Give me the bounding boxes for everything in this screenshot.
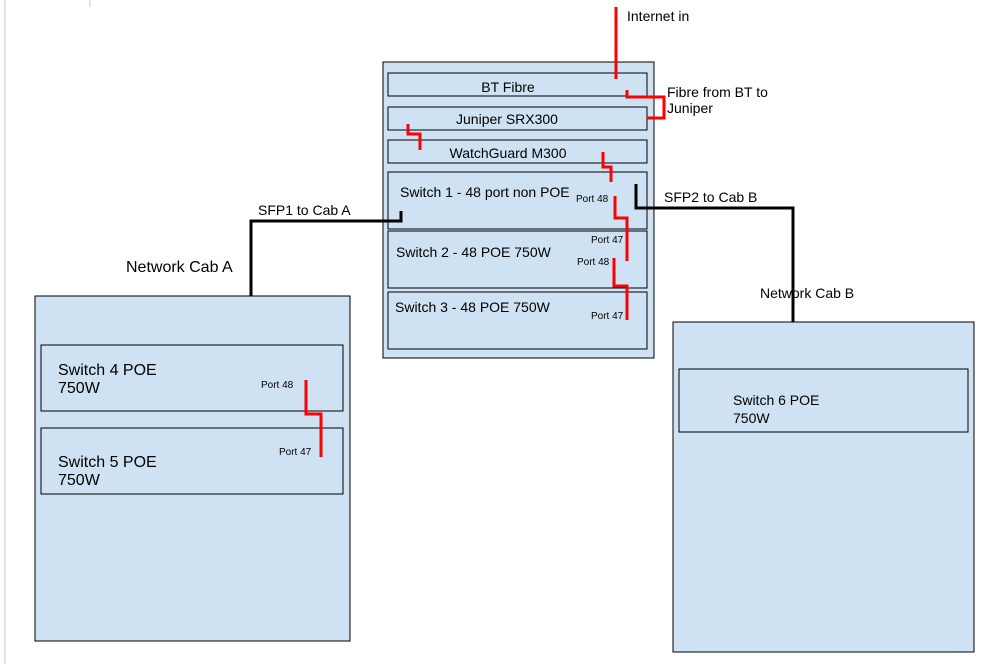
bt-fibre-label: BT Fibre: [481, 79, 535, 95]
fibre-note-line-2: Juniper: [667, 100, 713, 116]
switch-4-unit: [40, 344, 344, 412]
switch-4-port-48-label: Port 48: [261, 380, 294, 391]
switch-5-label-line-1: Switch 5 POE: [58, 454, 157, 471]
switch-5-unit: [40, 427, 344, 495]
sfp2-label: SFP2 to Cab B: [664, 189, 757, 205]
network-cab-a-label: Network Cab A: [126, 259, 233, 276]
switch-4-label-line-1: Switch 4 POE: [58, 362, 157, 379]
switch-2-label: Switch 2 - 48 POE 750W: [396, 244, 552, 260]
switch-5-port-47-label: Port 47: [279, 447, 312, 458]
switch-6-label-line-1: Switch 6 POE: [733, 392, 819, 408]
switch-2-port-47-label: Port 47: [591, 235, 624, 246]
switch-6-unit: [678, 368, 969, 433]
watchguard-label: WatchGuard M300: [450, 145, 567, 161]
switch-3-unit: [387, 291, 648, 350]
fibre-bt-to-juniper-line: [625, 90, 666, 120]
juniper-to-watchguard-line: [406, 124, 422, 150]
switch-2-port-48-label: Port 48: [577, 257, 610, 268]
sfp1-label: SFP1 to Cab A: [258, 202, 351, 218]
network-cab-b-label: Network Cab B: [760, 285, 854, 301]
fibre-note-line-1: Fibre from BT to: [667, 84, 768, 100]
switch4-to-switch5-line: [304, 380, 323, 457]
switch2-to-switch3-line: [612, 258, 629, 320]
sfp2-uplink-line: [634, 184, 795, 322]
juniper-label: Juniper SRX300: [456, 111, 558, 127]
switch-1-label: Switch 1 - 48 port non POE: [400, 184, 570, 200]
switch-2-unit: [387, 230, 648, 289]
internet-in-label: Internet in: [627, 8, 689, 24]
switch-4-label-line-2: 750W: [58, 380, 101, 397]
switch-3-port-47-label: Port 47: [591, 311, 624, 322]
watchguard-m300-unit: [387, 139, 648, 164]
switch-6-label-line-2: 750W: [733, 410, 770, 426]
switch-3-label: Switch 3 - 48 POE 750W: [395, 299, 551, 315]
switch-5-label-line-2: 750W: [58, 472, 101, 489]
switch-1-unit: [387, 171, 648, 230]
switch1-to-switch2-line: [613, 196, 629, 261]
switch-1-port-48-label: Port 48: [576, 194, 609, 205]
sfp1-uplink-line: [249, 211, 403, 296]
watchguard-to-switch1-line: [601, 152, 613, 182]
bt-fibre-unit: [387, 72, 648, 97]
